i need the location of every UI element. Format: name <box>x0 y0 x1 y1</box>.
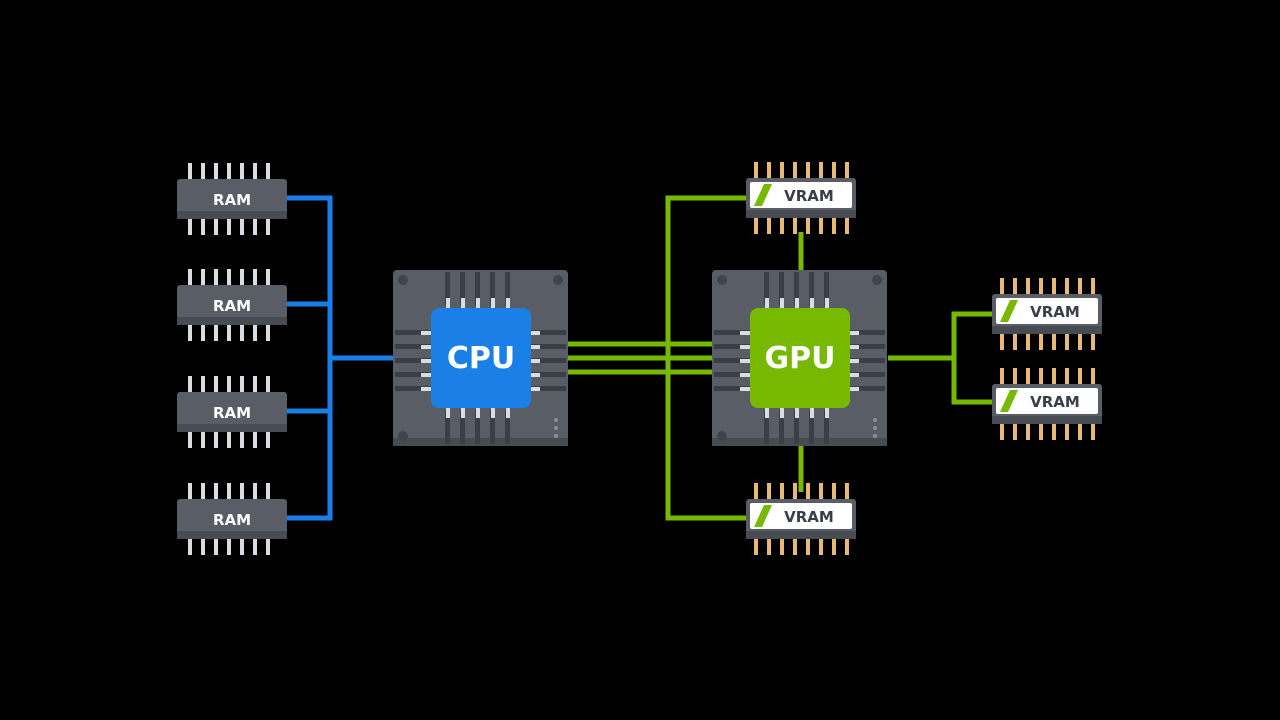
ram-module: RAM <box>177 376 287 448</box>
cpu-mount-hole <box>398 275 408 285</box>
ram-module: RAM <box>177 483 287 555</box>
ram-pins-top <box>188 269 270 287</box>
vram-label-plate <box>750 503 852 529</box>
ram-pins-bottom <box>188 537 270 555</box>
ram-label: RAM <box>213 191 251 209</box>
vram-pins-top <box>1000 368 1095 386</box>
cpu-mount-hole <box>398 431 408 441</box>
vram-logo-icon <box>1000 300 1018 322</box>
ram-label: RAM <box>213 511 251 529</box>
ram-pins-top <box>188 376 270 394</box>
vram-label: VRAM <box>784 187 834 205</box>
vram-pins-top <box>754 162 849 180</box>
cpu-die <box>431 308 531 408</box>
vram-label-plate <box>996 298 1098 324</box>
ram-pins-bottom <box>188 217 270 235</box>
vram-module-bottom: VRAM <box>746 483 856 555</box>
cpu-traces <box>395 272 566 444</box>
ram-pins-top <box>188 483 270 501</box>
vram-logo-icon <box>1000 390 1018 412</box>
vram-loop <box>665 195 748 521</box>
ram-body <box>177 392 287 432</box>
vram-pins-bottom <box>1000 422 1095 440</box>
ram-label: RAM <box>213 297 251 315</box>
ram-module: RAM <box>177 269 287 341</box>
ram-body <box>177 285 287 325</box>
gpu-dots <box>873 418 877 438</box>
vram-module-top: VRAM <box>746 162 856 234</box>
ram-body-shade <box>177 424 287 432</box>
gpu-bus <box>568 195 994 521</box>
ram-body <box>177 179 287 219</box>
vram-module-right-upper: VRAM <box>992 278 1102 350</box>
gpu-label: GPU <box>765 341 836 376</box>
vram-pins-bottom <box>754 537 849 555</box>
cpu-dots <box>554 418 558 438</box>
vram-logo-icon <box>754 505 772 527</box>
ram-body-shade <box>177 211 287 219</box>
gpu-traces <box>714 272 885 444</box>
vram-label-plate <box>996 388 1098 414</box>
ram-pins-bottom <box>188 430 270 448</box>
gpu-mount-hole <box>717 275 727 285</box>
ram-pins-bottom <box>188 323 270 341</box>
vram-module-right-lower: VRAM <box>992 368 1102 440</box>
vram-logo-icon <box>754 184 772 206</box>
ram-bus <box>287 195 395 521</box>
ram-label: RAM <box>213 404 251 422</box>
right-vram-branch <box>951 311 994 405</box>
gpu-package: GPU <box>712 270 887 446</box>
gpu-die-pins <box>740 298 859 418</box>
gpu-mount-hole <box>872 275 882 285</box>
vram-label: VRAM <box>1030 393 1080 411</box>
ram-body-shade <box>177 531 287 539</box>
vram-label: VRAM <box>784 508 834 526</box>
vram-pins-bottom <box>1000 332 1095 350</box>
cpu-label: CPU <box>447 341 515 376</box>
ram-pins-top <box>188 163 270 181</box>
vram-label: VRAM <box>1030 303 1080 321</box>
ram-body <box>177 499 287 539</box>
vram-pins-bottom <box>754 216 849 234</box>
vram-pins-top <box>754 483 849 501</box>
cpu-package: CPU <box>393 270 568 446</box>
ram-module: RAM <box>177 163 287 235</box>
ram-body-shade <box>177 317 287 325</box>
cpu-mount-hole <box>553 275 563 285</box>
gpu-die <box>750 308 850 408</box>
gpu-mount-hole <box>717 431 727 441</box>
cpu-die-pins <box>421 298 540 418</box>
vram-pins-top <box>1000 278 1095 296</box>
vram-label-plate <box>750 182 852 208</box>
